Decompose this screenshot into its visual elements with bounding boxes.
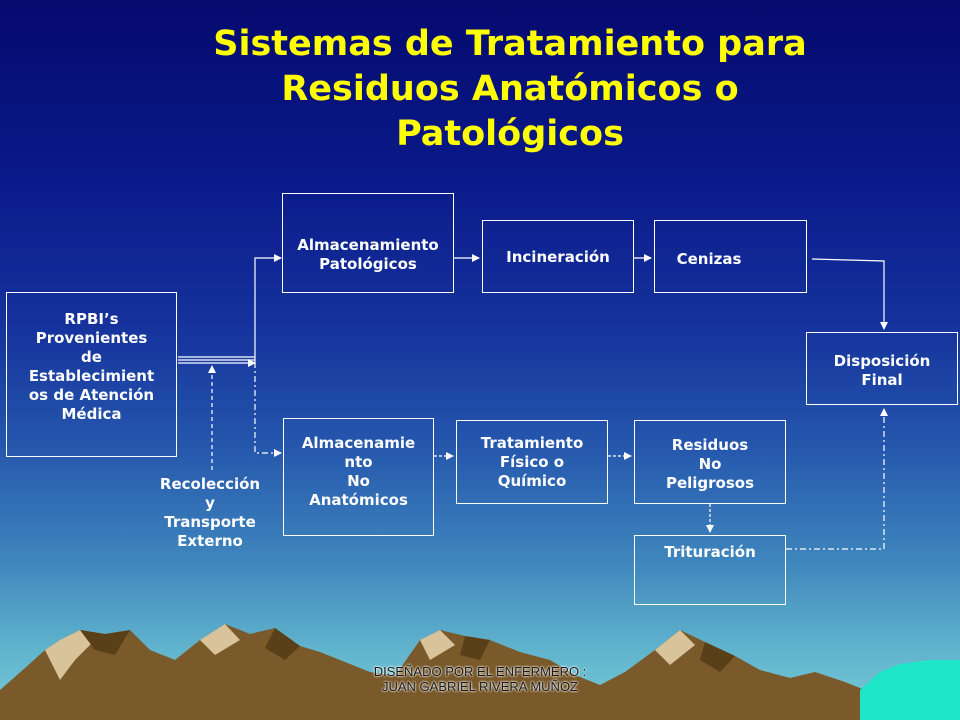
node-trituracion-label: Trituración [664, 543, 756, 561]
recoleccion-label: Recolección y Transporte Externo [159, 475, 261, 550]
node-cenizas-label: Cenizas [676, 250, 742, 268]
slide-title: Sistemas de Tratamiento para Residuos An… [150, 22, 870, 157]
connector-trunk-down [254, 362, 282, 457]
title-line-3: Patológicos [396, 114, 624, 154]
title-line-1: Sistemas de Tratamiento para [213, 24, 807, 64]
node-incineracion [482, 220, 634, 293]
node-disposicion-final-label: Disposición Final [833, 352, 931, 389]
node-almacenamiento-no-anatomicos [283, 418, 434, 536]
node-almacenamiento-no-anatomicos-label: Almacenamie nto No Anatómicos [301, 434, 416, 509]
node-incineracion-label: Incineración [506, 248, 610, 266]
node-cenizas [654, 220, 807, 293]
node-residuos-no-peligrosos [634, 420, 786, 504]
node-residuos-no-peligrosos-label: Residuos No Peligrosos [665, 436, 755, 492]
node-rpbi-label: RPBI’s Provenientes de Establecimient os… [28, 310, 155, 423]
footer-credit: DISEÑADO POR EL ENFERMERO : JUAN GABRIEL… [373, 664, 587, 694]
connector-trunk-up [254, 254, 282, 362]
connector-trit-disp [786, 408, 888, 550]
node-almacenamiento-patologicos-label: Almacenamiento Patológicos [297, 236, 439, 273]
node-trituracion [634, 535, 786, 605]
node-rpbi [6, 292, 177, 457]
node-tratamiento [456, 420, 608, 504]
title-line-2: Residuos Anatómicos o [281, 69, 739, 109]
connector-cen-disp [811, 258, 888, 330]
node-almacenamiento-patologicos [282, 193, 454, 293]
node-disposicion-final [806, 332, 958, 405]
node-tratamiento-label: Tratamiento Físico o Químico [480, 434, 584, 490]
